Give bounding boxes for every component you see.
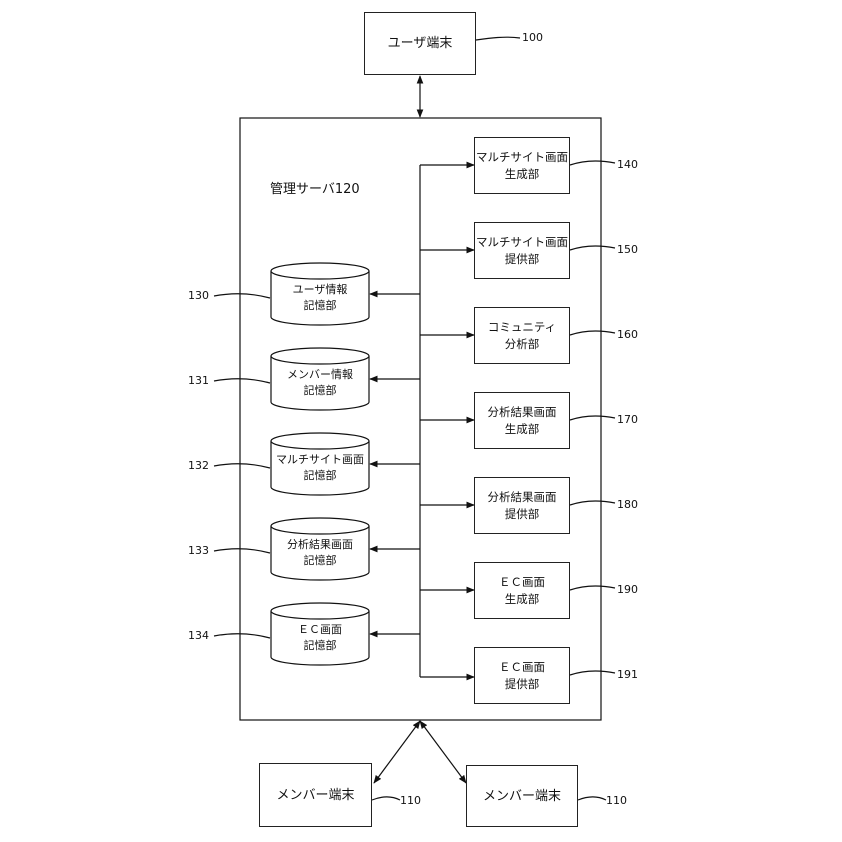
- member-terminal-right: メンバー端末: [466, 765, 578, 827]
- module-140-line1: マルチサイト画面: [476, 149, 568, 164]
- leader-100: [475, 36, 521, 41]
- storage-130-line1: ユーザ情報: [292, 283, 348, 296]
- ref-132: 132: [188, 459, 209, 472]
- storage-131-line2: 記憶部: [303, 384, 337, 397]
- storage-131: メンバー情報記憶部: [270, 347, 370, 411]
- member-terminal-right-label: メンバー端末: [482, 788, 561, 804]
- module-140: マルチサイト画面生成部: [474, 137, 570, 194]
- ref-130: 130: [188, 289, 209, 302]
- ref-190: 190: [617, 583, 638, 596]
- leader-134: [213, 633, 271, 639]
- storage-134-line2: 記憶部: [303, 639, 337, 652]
- module-170: 分析結果画面生成部: [474, 392, 570, 449]
- leader-150: [569, 245, 616, 251]
- ref-133: 133: [188, 544, 209, 557]
- module-150-line1: マルチサイト画面: [476, 234, 568, 249]
- module-191-line2: 提供部: [504, 676, 540, 691]
- module-191: ＥＣ画面提供部: [474, 647, 570, 704]
- database-icon: [270, 347, 370, 411]
- module-140-line2: 生成部: [504, 166, 540, 181]
- database-icon: [270, 432, 370, 496]
- storage-130-line2: 記憶部: [303, 299, 337, 312]
- user-terminal-label: ユーザ端末: [387, 36, 453, 51]
- storage-133: 分析結果画面記憶部: [270, 517, 370, 581]
- user-terminal-box: ユーザ端末: [364, 12, 476, 75]
- leader-190: [569, 585, 616, 591]
- member-arrow-left: [373, 720, 421, 784]
- module-190-line2: 生成部: [504, 591, 540, 606]
- storage-131-line1: メンバー情報: [287, 368, 353, 381]
- storage-134: ＥＣ画面記憶部: [270, 602, 370, 666]
- database-icon: [270, 602, 370, 666]
- storage-133-line1: 分析結果画面: [287, 538, 353, 551]
- member-terminal-left: メンバー端末: [259, 763, 372, 827]
- module-190-line1: ＥＣ画面: [499, 574, 545, 589]
- module-150-line2: 提供部: [504, 251, 540, 266]
- module-180-line2: 提供部: [504, 506, 540, 521]
- storage-132-line1: マルチサイト画面: [276, 453, 364, 466]
- ref-100: 100: [522, 31, 543, 44]
- storage-134-line1: ＥＣ画面: [298, 623, 342, 636]
- member-terminal-left-label: メンバー端末: [276, 787, 355, 803]
- ref-170: 170: [617, 413, 638, 426]
- module-191-line1: ＥＣ画面: [499, 659, 545, 674]
- server-title: 管理サーバ120: [270, 182, 360, 197]
- member-arrow-right: [419, 720, 467, 784]
- ref-131: 131: [188, 374, 209, 387]
- module-150: マルチサイト画面提供部: [474, 222, 570, 279]
- leader-132: [213, 463, 271, 469]
- module-160: コミュニティ分析部: [474, 307, 570, 364]
- storage-132: マルチサイト画面記憶部: [270, 432, 370, 496]
- ref-150: 150: [617, 243, 638, 256]
- leader-170: [569, 415, 616, 421]
- module-160-line2: 分析部: [504, 336, 540, 351]
- leader-130: [213, 293, 271, 299]
- ref-140: 140: [617, 158, 638, 171]
- module-170-line1: 分析結果画面: [487, 404, 557, 419]
- module-180: 分析結果画面提供部: [474, 477, 570, 534]
- leader-110-left: [371, 796, 401, 801]
- leader-131: [213, 378, 271, 384]
- leader-110-right: [577, 796, 607, 801]
- leader-191: [569, 670, 616, 676]
- ref-160: 160: [617, 328, 638, 341]
- leader-180: [569, 500, 616, 506]
- module-180-line1: 分析結果画面: [487, 489, 557, 504]
- module-160-line1: コミュニティ: [487, 319, 557, 334]
- module-170-line2: 生成部: [504, 421, 540, 436]
- ref-110-right: 110: [606, 794, 627, 807]
- leader-133: [213, 548, 271, 554]
- leader-160: [569, 330, 616, 336]
- ref-180: 180: [617, 498, 638, 511]
- ref-134: 134: [188, 629, 209, 642]
- module-190: ＥＣ画面生成部: [474, 562, 570, 619]
- storage-132-line2: 記憶部: [303, 469, 337, 482]
- storage-130: ユーザ情報記憶部: [270, 262, 370, 326]
- leader-140: [569, 160, 616, 166]
- database-icon: [270, 262, 370, 326]
- management-server-box: [239, 117, 602, 721]
- ref-110-left: 110: [400, 794, 421, 807]
- ref-191: 191: [617, 668, 638, 681]
- storage-133-line2: 記憶部: [303, 554, 337, 567]
- database-icon: [270, 517, 370, 581]
